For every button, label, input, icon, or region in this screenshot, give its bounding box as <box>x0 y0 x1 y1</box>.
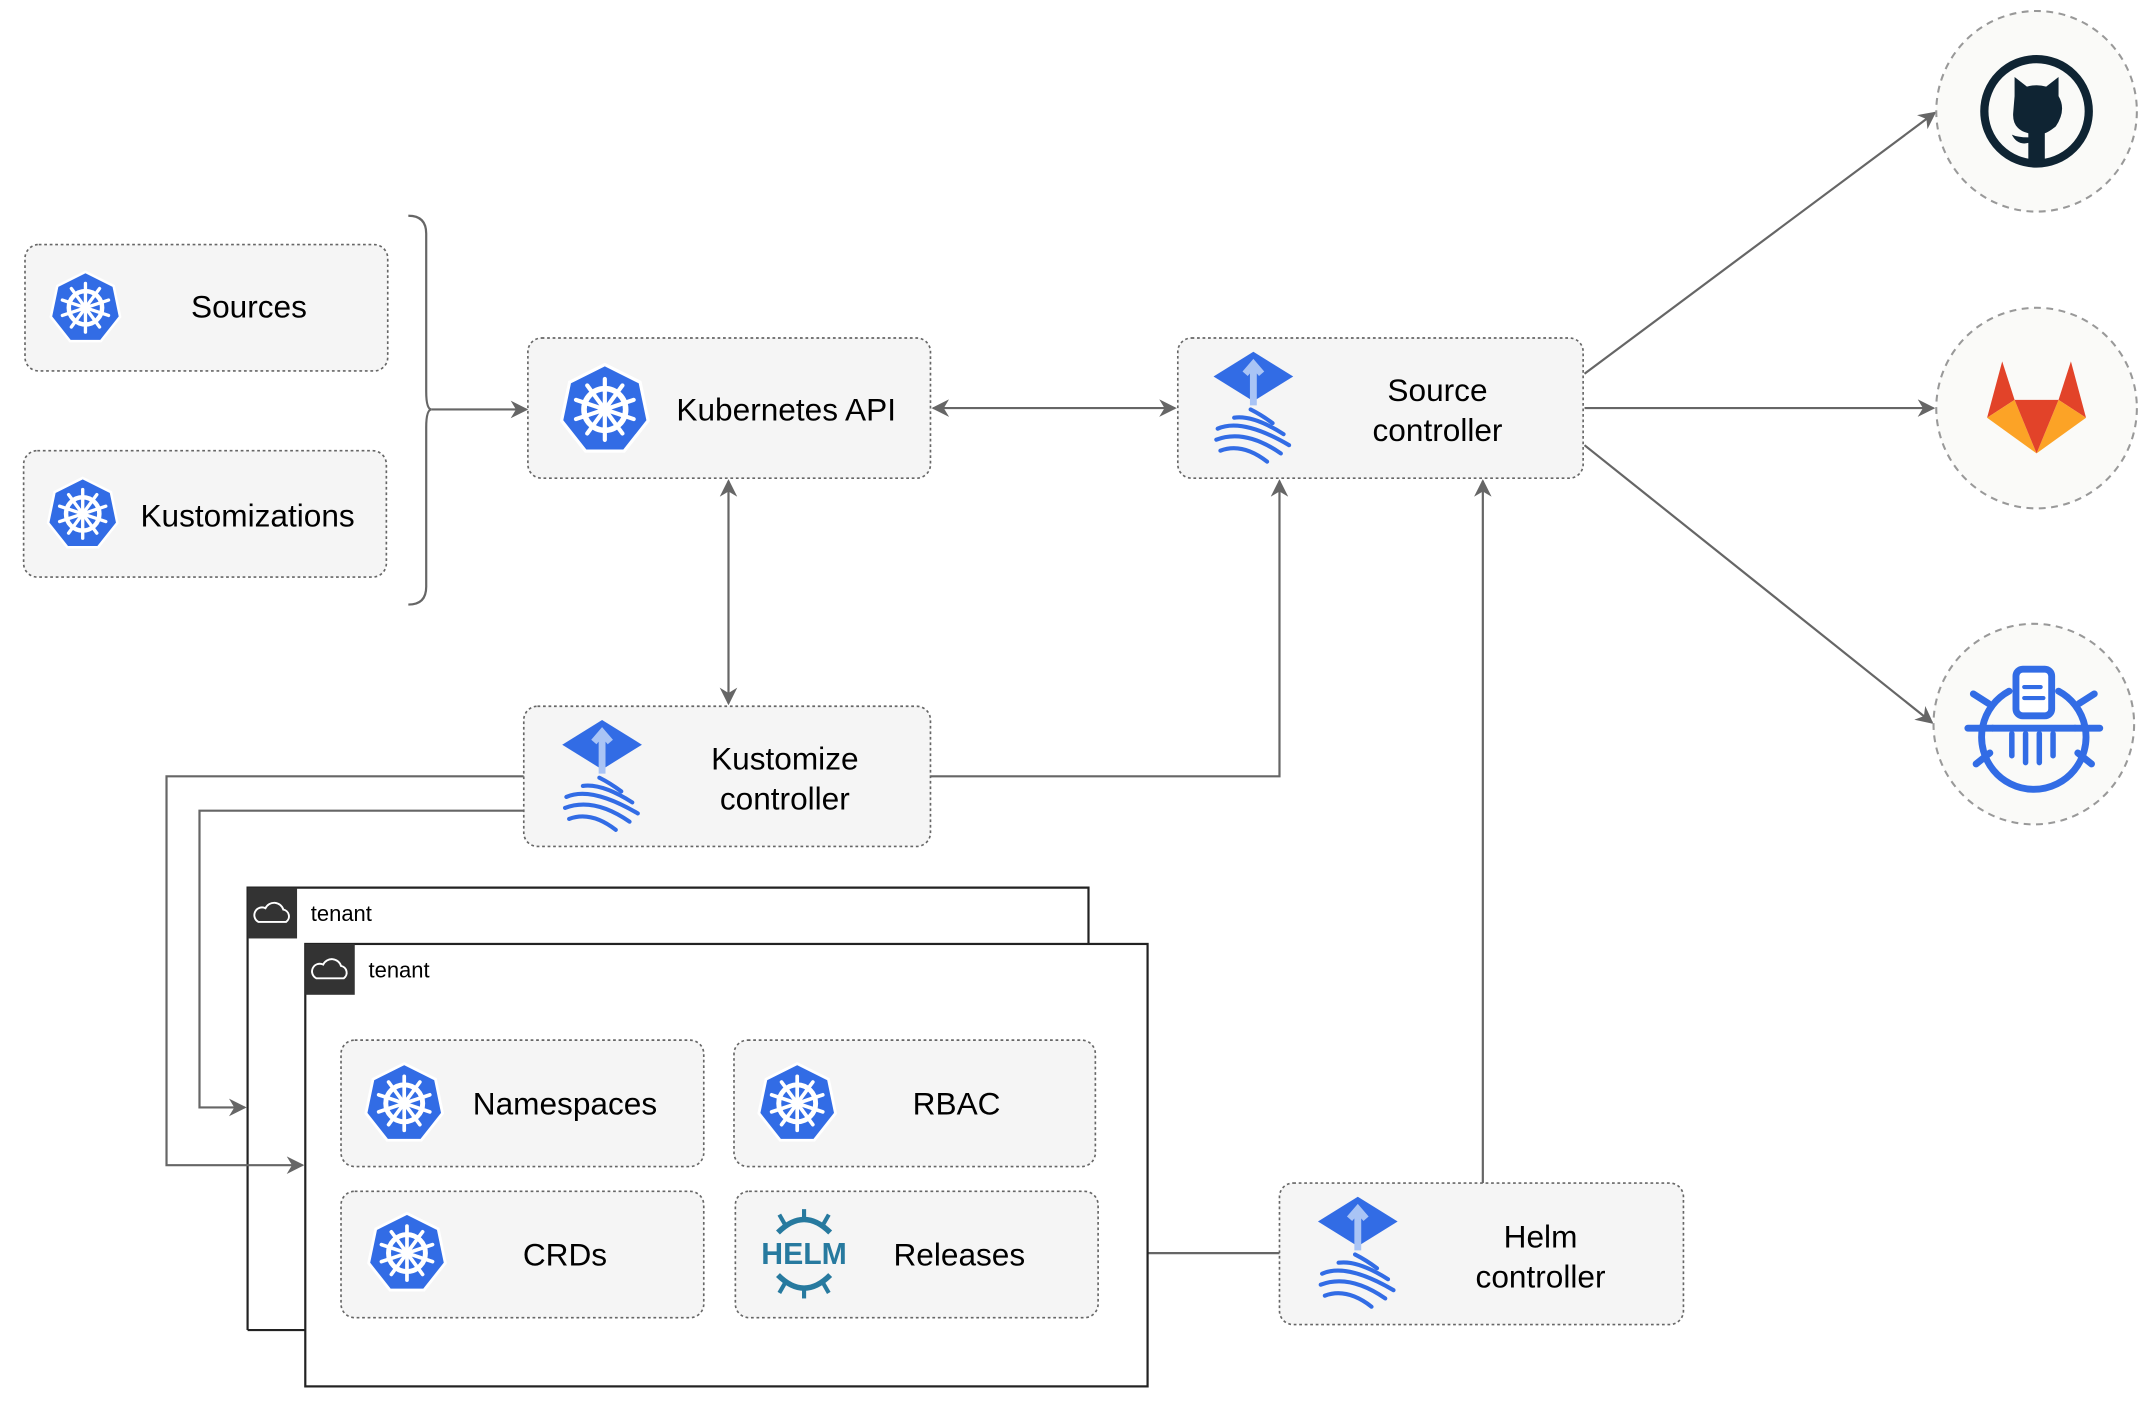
node-crds[interactable]: CRDs <box>340 1190 705 1319</box>
node-label: Source <box>1387 372 1487 408</box>
node-kubernetes-api[interactable]: Kubernetes API <box>527 337 932 479</box>
node-label: Helm <box>1504 1219 1578 1255</box>
node-kustomize-controller[interactable]: Kustomize controller <box>522 705 932 848</box>
edge-kustomize-to-tenant-front <box>165 775 524 1174</box>
edge-source-to-bucket <box>1583 444 1934 724</box>
node-label: Sources <box>191 288 307 324</box>
edge-kustomize-to-tenant-back <box>198 809 524 1117</box>
gitlab-icon <box>1987 361 2087 454</box>
cloud-icon <box>253 901 290 923</box>
node-label: controller <box>1373 412 1503 448</box>
bracket <box>408 214 432 606</box>
node-label: Kustomizations <box>140 497 354 533</box>
node-label: controller <box>720 780 850 816</box>
external-github[interactable] <box>1935 9 2138 213</box>
node-label: Kustomize <box>711 740 858 776</box>
node-namespaces[interactable]: Namespaces <box>340 1039 705 1168</box>
node-sources[interactable]: Sources <box>24 243 389 372</box>
node-helm-controller[interactable]: Helm controller <box>1278 1182 1685 1326</box>
helm-icon: HELM <box>761 1209 847 1299</box>
node-releases[interactable]: HELM Releases <box>734 1190 1099 1319</box>
tenant-back: tenant <box>246 886 1090 1332</box>
node-label: Namespaces <box>473 1085 657 1121</box>
node-rbac[interactable]: RBAC <box>733 1039 1097 1168</box>
external-gitlab[interactable] <box>1935 306 2138 510</box>
cloud-icon <box>311 958 348 980</box>
helm-icon-text: HELM <box>761 1238 847 1271</box>
node-label: controller <box>1476 1258 1606 1294</box>
github-icon <box>1980 54 2093 168</box>
tenant-label: tenant <box>311 901 372 926</box>
node-source-controller[interactable]: Source controller <box>1176 337 1584 479</box>
tenant-label: tenant <box>369 958 430 983</box>
node-kustomizations[interactable]: Kustomizations <box>22 449 388 578</box>
node-label: Kubernetes API <box>676 391 896 427</box>
edge-kustomize-to-source <box>930 479 1289 778</box>
bucket-icon <box>1964 665 2104 793</box>
external-bucket[interactable] <box>1932 622 2136 826</box>
node-label: RBAC <box>913 1085 1001 1121</box>
node-label: CRDs <box>523 1236 607 1272</box>
edge-source-to-github <box>1583 111 1937 375</box>
node-label: Releases <box>893 1236 1025 1272</box>
